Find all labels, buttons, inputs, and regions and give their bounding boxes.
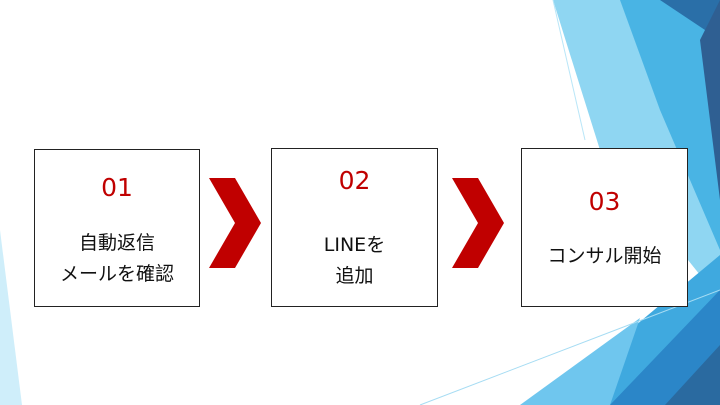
deco-line-bottom (419, 289, 720, 405)
chevron-right-icon (452, 178, 504, 268)
step-number-2: 02 (338, 166, 371, 195)
step-box-3: 03 コンサル開始 (521, 148, 688, 307)
deco-top-panel-mid (620, 0, 720, 250)
deco-left-sliver (0, 230, 22, 405)
deco-bottom-panel-light (520, 318, 640, 405)
step-label-3: コンサル開始 (547, 245, 662, 267)
step-label-2: LINEを 追加 (323, 234, 386, 287)
deco-bottom-panel-dark (665, 345, 720, 405)
deco-top-panel-deep (700, 0, 720, 200)
step-number-1: 01 (101, 173, 133, 202)
chevron-right-icon (209, 178, 261, 268)
deco-line-top (552, 0, 586, 141)
step-label-1: 自動返信 メールを確認 (59, 232, 174, 285)
step-box-2: 02 LINEを 追加 (271, 148, 438, 307)
step-box-1: 01 自動返信 メールを確認 (34, 149, 200, 307)
step-number-3: 03 (588, 187, 621, 216)
